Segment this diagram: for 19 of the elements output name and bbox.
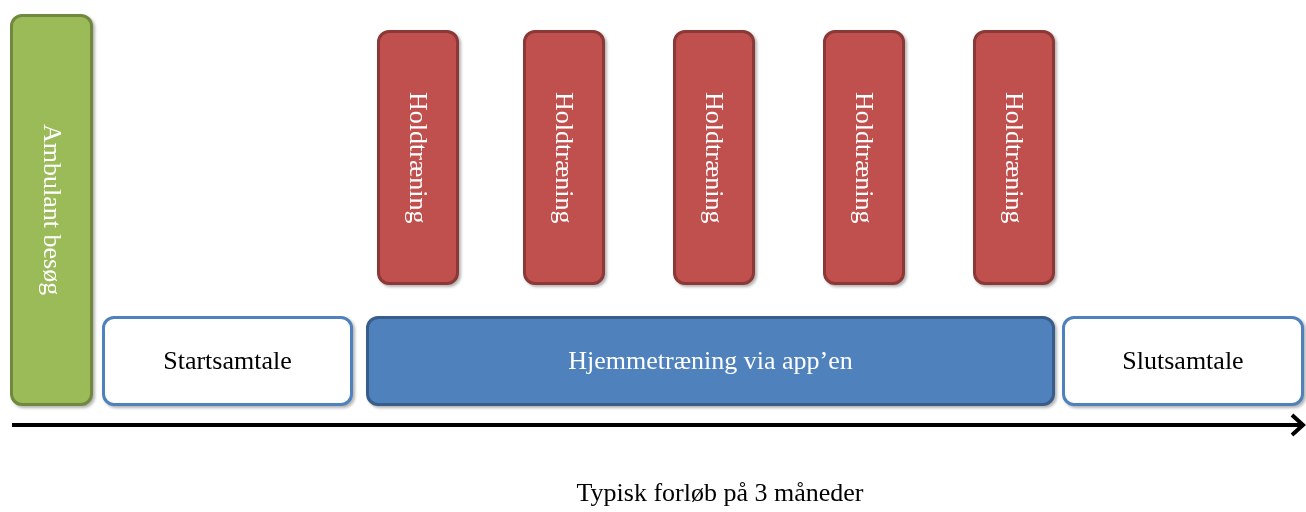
visit-bar: [10, 14, 93, 406]
session-bar: [523, 30, 605, 285]
session-bar: [823, 30, 905, 285]
box-label: Startsamtale: [163, 348, 292, 374]
phase-box: [102, 316, 353, 406]
session-bar: [973, 30, 1055, 285]
box-label: Holdtræning: [851, 91, 877, 224]
session-bar: [377, 30, 459, 285]
box-label: Slutsamtale: [1122, 348, 1244, 374]
session-bar: [673, 30, 755, 285]
box-label: Holdtræning: [1001, 91, 1027, 224]
caption: Typisk forløb på 3 måneder: [575, 480, 865, 506]
box-label: Holdtræning: [701, 91, 727, 224]
box-label: Holdtræning: [405, 91, 431, 224]
phase-box: [1062, 316, 1304, 406]
box-label: Holdtræning: [551, 91, 577, 224]
phase-box: [366, 316, 1055, 406]
box-label: Hjemmetræning via app’en: [568, 348, 853, 374]
box-label: Ambulant besøg: [38, 124, 65, 296]
